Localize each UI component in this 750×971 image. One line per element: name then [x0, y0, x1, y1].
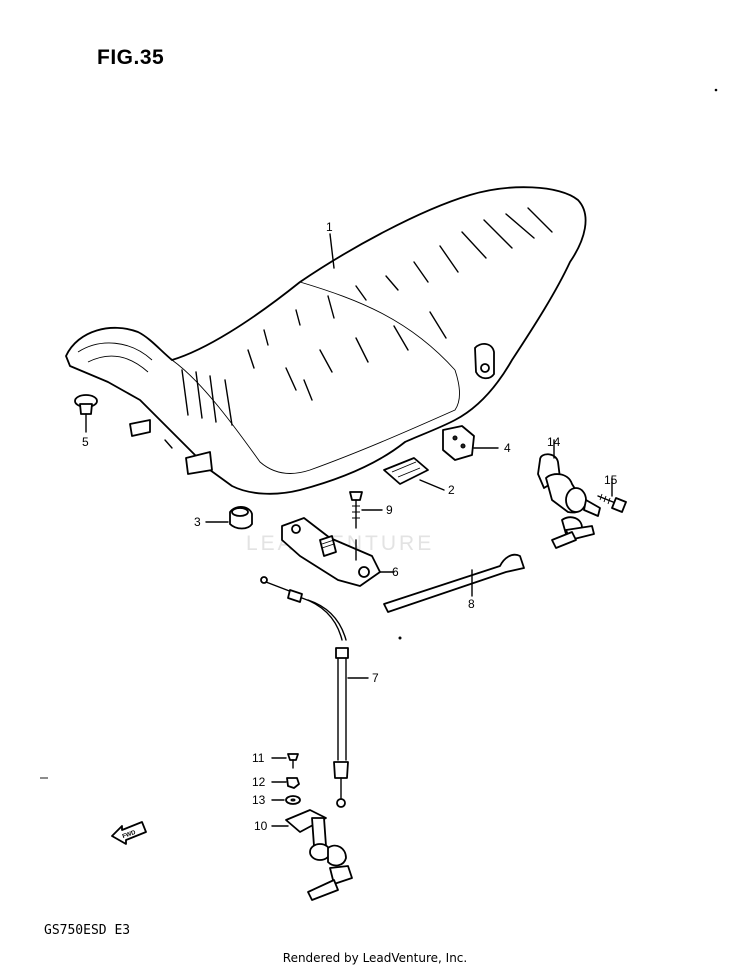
nut-part [271, 777, 300, 789]
damper-part [383, 457, 445, 491]
callout-7: 7 [372, 671, 379, 685]
callout-3: 3 [194, 515, 201, 529]
seat-part [65, 186, 587, 495]
cushion-part [442, 425, 499, 461]
callout-9: 9 [386, 503, 393, 517]
bolt-part [349, 491, 383, 529]
callout-2: 2 [448, 483, 455, 497]
cable-part [260, 576, 369, 808]
fwd-arrow-icon: FWD [111, 821, 147, 845]
screw-15-part [597, 477, 627, 513]
callout-8: 8 [468, 597, 475, 611]
ignition-lock-part [537, 439, 601, 549]
callout-13: 13 [252, 793, 266, 807]
credit-line: Rendered by LeadVenture, Inc. [282, 951, 468, 965]
callout-15: 15 [604, 473, 618, 487]
callout-6: 6 [392, 565, 399, 579]
callout-1: 1 [326, 220, 333, 234]
screw-part [271, 753, 299, 769]
rod-part [383, 553, 525, 613]
callout-12: 12 [252, 775, 266, 789]
grommet-part [205, 506, 253, 530]
lock-assembly-part [271, 809, 353, 901]
callout-5: 5 [82, 435, 89, 449]
rubber-plug-part [74, 394, 98, 433]
callout-11: 11 [252, 751, 265, 765]
callout-4: 4 [504, 441, 511, 455]
callout-14: 14 [547, 435, 561, 449]
washer-part [271, 795, 301, 805]
figure-title: FIG.35 [97, 46, 165, 69]
lock-bracket-part [281, 517, 395, 587]
model-code: GS750ESD E3 [44, 923, 131, 938]
callout-10: 10 [254, 819, 268, 833]
fwd-label: FWD [122, 830, 138, 841]
